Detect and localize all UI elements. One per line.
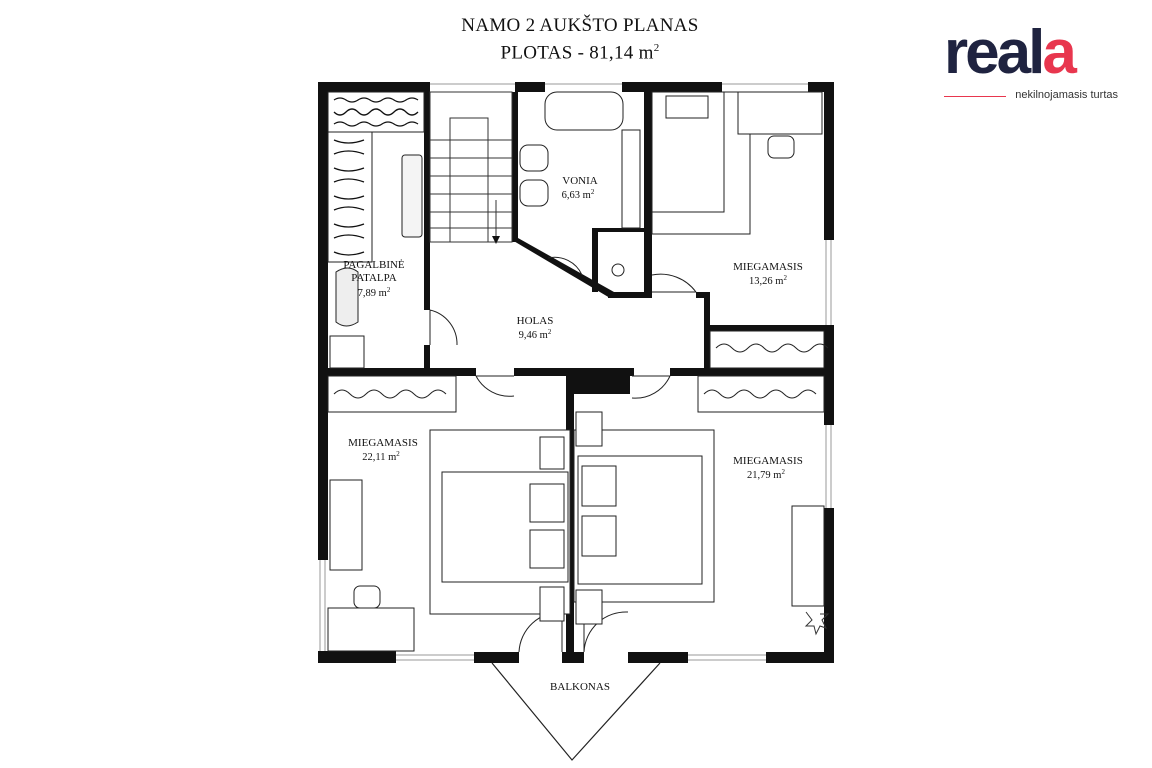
logo-tagline: nekilnojamasis turtas [1015, 89, 1118, 101]
svg-text:PAGALBINĖ: PAGALBINĖ [343, 259, 405, 271]
desk-sw [327, 479, 415, 652]
room-label-balkonas: BALKONAS [550, 681, 610, 693]
room-label-miegamasis-sw: MIEGAMASIS 22,11 m2 [348, 437, 418, 463]
desk-se [791, 505, 825, 607]
stair-arrow-icon [492, 236, 500, 244]
svg-text:HOLAS: HOLAS [517, 315, 554, 327]
hangers-utility [333, 97, 419, 256]
wardrobe-sw [327, 375, 457, 413]
svg-text:MIEGAMASIS: MIEGAMASIS [733, 455, 803, 467]
svg-text:6,63 m2: 6,63 m2 [562, 188, 595, 201]
plan-title-line1: NAMO 2 AUKŠTO PLANAS [461, 15, 699, 36]
room-label-holas: HOLAS 9,46 m2 [517, 315, 554, 341]
plan-area-line: PLOTAS - 81,14 m2 [500, 42, 660, 64]
plan-title: NAMO 2 AUKŠTO PLANAS PLOTAS - 81,14 m2 [330, 14, 830, 64]
bed-se [573, 429, 715, 603]
room-label-pagalbine: PAGALBINĖ PATALPA 7,89 m2 [343, 259, 405, 299]
wardrobe-ne [709, 330, 829, 369]
room-label-miegamasis-ne: MIEGAMASIS 13,26 m2 [733, 261, 803, 287]
desk-ne [737, 91, 823, 159]
ironing-board [335, 267, 359, 327]
bed-ne [651, 91, 751, 235]
windows [319, 83, 832, 661]
bathroom-fixtures [519, 91, 641, 277]
svg-text:MIEGAMASIS: MIEGAMASIS [348, 437, 418, 449]
svg-text:VONIA: VONIA [562, 175, 597, 187]
washing-machine [329, 335, 365, 369]
room-label-vonia: VONIA 6,63 m2 [562, 175, 598, 201]
svg-text:PATALPA: PATALPA [351, 272, 396, 284]
plant-se [804, 611, 830, 636]
svg-text:MIEGAMASIS: MIEGAMASIS [733, 261, 803, 273]
nightstands [539, 411, 603, 625]
staircase [429, 91, 513, 243]
svg-text:7,89 m2: 7,89 m2 [358, 286, 391, 299]
room-label-miegamasis-se: MIEGAMASIS 21,79 m2 [733, 455, 803, 481]
wardrobe-se [697, 375, 825, 413]
reala-logo: reala nekilnojamasis turtas [944, 22, 1124, 112]
logo-rule [944, 96, 1006, 97]
svg-text:9,46 m2: 9,46 m2 [519, 328, 552, 341]
svg-text:22,11 m2: 22,11 m2 [362, 450, 400, 463]
svg-text:13,26 m2: 13,26 m2 [749, 274, 787, 287]
ironing-mat [401, 154, 423, 238]
logo-wordmark: reala [944, 18, 1077, 87]
svg-text:21,79 m2: 21,79 m2 [747, 468, 785, 481]
balcony [491, 662, 661, 761]
svg-text:BALKONAS: BALKONAS [550, 681, 610, 693]
